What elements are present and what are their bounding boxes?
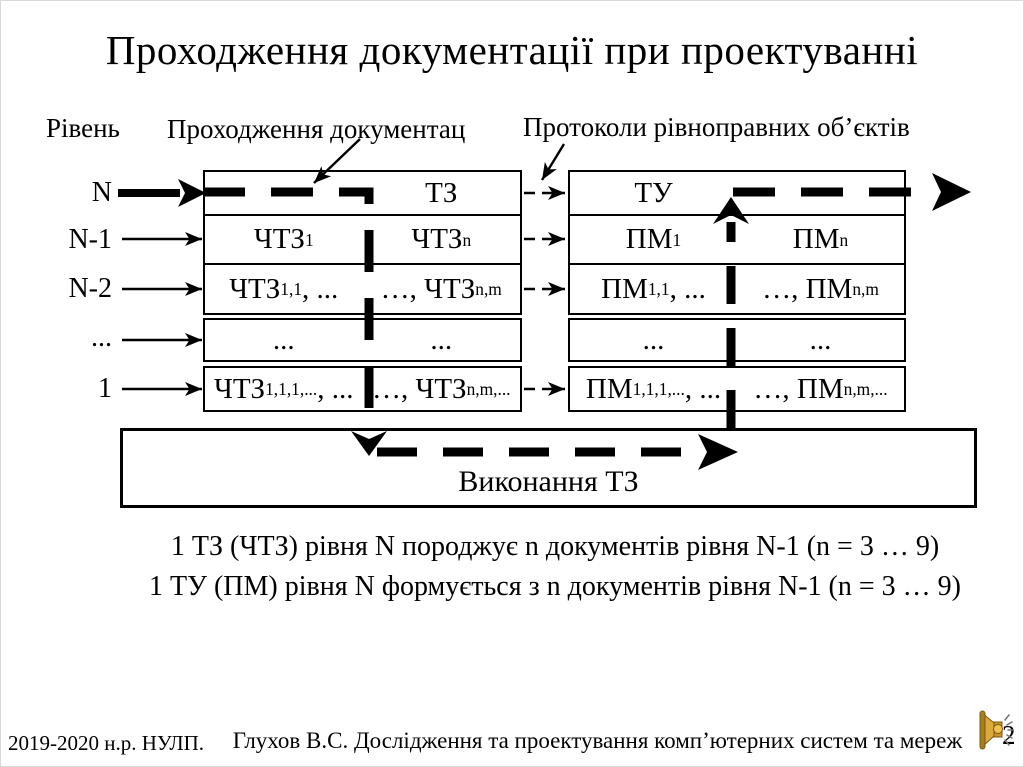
table-connector-arrows bbox=[524, 186, 565, 396]
label-doc-flow: Проходження документац bbox=[167, 114, 466, 144]
page-number: 2 bbox=[1002, 720, 1016, 750]
audio-speaker-icon[interactable] bbox=[978, 709, 1014, 751]
cell bbox=[737, 172, 904, 214]
cell: ... bbox=[642, 323, 665, 356]
execution-box-label: Виконання ТЗ bbox=[458, 465, 639, 498]
notes: 1 ТЗ (ЧТЗ) рівня N породжує n документів… bbox=[100, 527, 1010, 607]
note-line-1: 1 ТЗ (ЧТЗ) рівня N породжує n документів… bbox=[170, 531, 940, 562]
level-arrows bbox=[118, 179, 206, 396]
cell: ТУ bbox=[634, 176, 673, 209]
cell: ... bbox=[272, 323, 295, 356]
cell: ... bbox=[809, 323, 832, 356]
note-line-2: 1 ТУ (ПМ) рівня N формується з n докумен… bbox=[149, 571, 961, 602]
right-table-row-dots: ... ... bbox=[568, 318, 906, 362]
slide-title: Проходження документації при проектуванн… bbox=[105, 27, 919, 73]
level-label-n2: N-2 bbox=[68, 273, 112, 304]
left-table-row-n: ТЗ bbox=[203, 170, 522, 216]
cell: ТЗ bbox=[425, 176, 458, 209]
right-table-row-n: ТУ bbox=[568, 170, 906, 216]
label-protocols: Протоколи рівноправних об’єктів bbox=[523, 112, 910, 142]
footer-year-university: 2019-2020 н.р. НУЛП. bbox=[8, 731, 205, 755]
footer-author-course: Глухов В.С. Дослідження та проектування … bbox=[232, 728, 963, 753]
cell bbox=[205, 172, 363, 214]
cell: ... bbox=[430, 323, 453, 356]
annotation-arrow-protocols bbox=[540, 143, 566, 181]
level-label-n1: N-1 bbox=[68, 224, 112, 255]
level-label-1: 1 bbox=[98, 373, 112, 404]
left-table-row-dots: ... ... bbox=[203, 318, 522, 362]
level-label-n: N bbox=[91, 177, 112, 208]
execution-box: Виконання ТЗ bbox=[120, 428, 977, 508]
level-label-dots: ... bbox=[91, 322, 112, 353]
label-level-axis: Рівень bbox=[46, 113, 120, 143]
